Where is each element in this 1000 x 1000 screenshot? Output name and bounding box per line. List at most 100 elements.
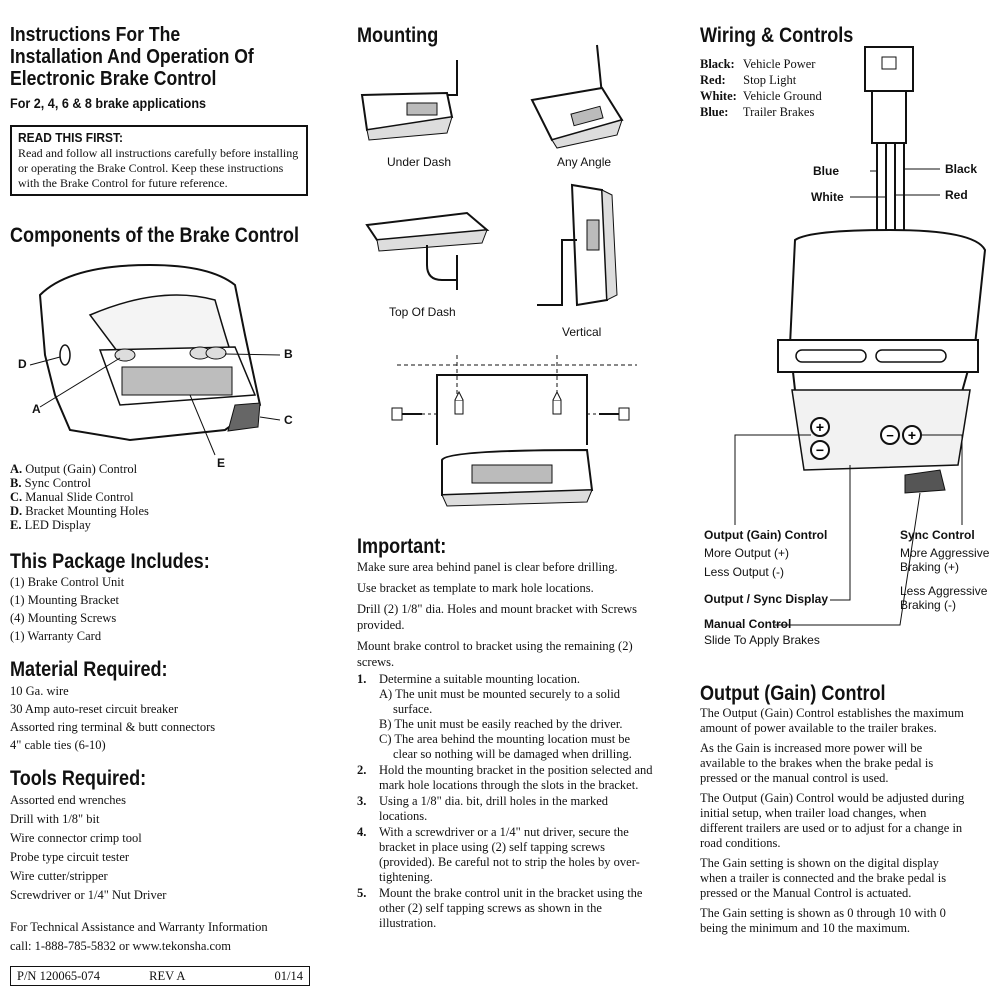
material-item: 30 Amp auto-reset circuit breaker [10, 702, 178, 716]
material-heading: Material Required: [10, 658, 168, 681]
gain-paragraph: The Output (Gain) Control would be adjus… [700, 791, 965, 850]
callout-e: E [217, 456, 226, 470]
document-subtitle: For 2, 4, 6 & 8 brake applications [10, 95, 207, 111]
wire-label-blue: Blue [813, 164, 840, 178]
tools-list: Assorted end wrenches Drill with 1/8" bi… [10, 791, 166, 905]
package-item: (1) Mounting Bracket [10, 593, 120, 607]
part-number: P/N 120065-074 [17, 969, 100, 983]
wiring-heading: Wiring & Controls [700, 24, 854, 47]
tool-item: Drill with 1/8" bit [10, 812, 100, 826]
mount-label-any-angle: Any Angle [557, 155, 612, 169]
gain-paragraph: The Gain setting is shown on the digital… [700, 856, 947, 900]
tool-item: Probe type circuit tester [10, 850, 130, 864]
read-first-text: Read and follow all instructions careful… [18, 146, 299, 190]
revision: REV A [149, 969, 186, 983]
less-output-label: Less Output (-) [704, 565, 785, 579]
wire-legend: Black: Vehicle Power Red: Stop Light Whi… [700, 56, 822, 120]
mount-label-top-of-dash: Top Of Dash [389, 305, 456, 319]
svg-text:−: − [886, 428, 894, 443]
tool-item: Assorted end wrenches [10, 793, 126, 807]
manual-control-label: Manual Control [704, 617, 792, 631]
component-item: B. Sync Control [10, 476, 91, 490]
callout-a: A [32, 402, 41, 416]
step-item: 1. Determine a suitable mounting locatio… [357, 672, 657, 762]
read-first-box: READ THIS FIRST: Read and follow all ins… [10, 125, 308, 196]
brake-control-illustration [29, 263, 281, 456]
step-item: 5.Mount the brake control unit in the br… [357, 886, 643, 930]
package-item: (1) Brake Control Unit [10, 575, 125, 589]
wire-legend-row: Black: Vehicle Power [700, 57, 816, 71]
gain-paragraph: As the Gain is increased more power will… [700, 741, 934, 785]
output-gain-control-label: Output (Gain) Control [704, 528, 828, 542]
manual-control-text: Slide To Apply Brakes [704, 633, 820, 647]
sync-control-label: Sync Control [900, 528, 975, 542]
title-line: Electronic Brake Control [10, 68, 217, 90]
document-title: Instructions For The Installation And Op… [10, 24, 287, 90]
sync-more-label: More Aggressive Braking (+) [900, 546, 990, 574]
wiring-diagram: + − − + [734, 46, 987, 626]
bracket-exploded-illustration [391, 355, 637, 507]
wire-label-red: Red [945, 188, 968, 202]
output-sync-display-label: Output / Sync Display [704, 592, 829, 606]
assistance-line: For Technical Assistance and Warranty In… [10, 920, 268, 934]
mount-vertical-illustration [537, 183, 618, 307]
assistance-info: For Technical Assistance and Warranty In… [10, 918, 268, 956]
mount-any-angle-illustration [530, 44, 624, 149]
date-code: 01/14 [274, 969, 303, 983]
mount-label-under-dash: Under Dash [387, 155, 452, 169]
svg-text:+: + [816, 419, 824, 435]
package-heading: This Package Includes: [10, 550, 210, 573]
components-heading: Components of the Brake Control [10, 224, 299, 247]
package-list: (1) Brake Control Unit (1) Mounting Brac… [10, 573, 124, 645]
material-item: 10 Ga. wire [10, 684, 69, 698]
component-item: A. Output (Gain) Control [10, 462, 138, 476]
gain-paragraph: The Output (Gain) Control establishes th… [700, 706, 964, 735]
gain-paragraph: The Gain setting is shown as 0 through 1… [700, 906, 946, 935]
step-item: 4.With a screwdriver or a 1/4" nut drive… [357, 825, 640, 884]
wire-label-white: White [811, 190, 844, 204]
more-output-label: More Output (+) [704, 546, 790, 560]
tool-item: Wire cutter/stripper [10, 869, 108, 883]
installation-steps: 1. Determine a suitable mounting locatio… [357, 672, 657, 931]
material-list: 10 Ga. wire 30 Amp auto-reset circuit br… [10, 682, 215, 754]
callout-c: C [284, 413, 293, 427]
tools-heading: Tools Required: [10, 767, 147, 790]
sync-less-label: Less Aggressive Braking (-) [900, 584, 988, 612]
wire-legend-row: Blue: Trailer Brakes [700, 105, 815, 119]
component-item: C. Manual Slide Control [10, 490, 134, 504]
part-number-box: P/N 120065-074 REV A 01/14 [10, 966, 310, 986]
mount-label-vertical: Vertical [562, 325, 602, 339]
step-sub-item: A) The unit must be mounted securely to … [379, 687, 621, 716]
step-sub-item: B) The unit must be easily reached by th… [379, 717, 623, 731]
mount-under-dash-illustration [360, 60, 458, 141]
wire-label-black: Black [945, 162, 978, 176]
wire-legend-row: White: Vehicle Ground [700, 89, 822, 103]
package-item: (1) Warranty Card [10, 629, 102, 643]
important-note: Use bracket as template to mark hole loc… [357, 581, 594, 595]
step-item: 3.Using a 1/8" dia. bit, drill holes in … [357, 794, 609, 823]
important-heading: Important: [357, 535, 447, 558]
material-item: Assorted ring terminal & butt connectors [10, 720, 216, 734]
step-item: 2.Hold the mounting bracket in the posit… [357, 763, 653, 792]
tool-item: Wire connector crimp tool [10, 831, 142, 845]
components-list: A. Output (Gain) Control B. Sync Control… [10, 461, 149, 533]
important-note: Mount brake control to bracket using the… [357, 639, 633, 669]
mounting-heading: Mounting [357, 24, 439, 47]
title-line: Installation And Operation Of [10, 46, 254, 68]
mount-top-of-dash-illustration [365, 211, 490, 290]
callout-b: B [284, 347, 293, 361]
important-notes: Make sure area behind panel is clear bef… [357, 559, 657, 932]
package-item: (4) Mounting Screws [10, 611, 117, 625]
svg-text:+: + [908, 427, 916, 443]
assistance-line: call: 1-888-785-5832 or www.tekonsha.com [10, 939, 232, 953]
important-note: Drill (2) 1/8" dia. Holes and mount brac… [357, 602, 638, 632]
component-item: D. Bracket Mounting Holes [10, 504, 149, 518]
gain-control-heading: Output (Gain) Control [700, 682, 886, 705]
material-item: 4" cable ties (6-10) [10, 738, 106, 752]
component-item: E. LED Display [10, 518, 91, 532]
callout-d: D [18, 357, 27, 371]
svg-text:−: − [816, 442, 824, 458]
tool-item: Screwdriver or 1/4" Nut Driver [10, 888, 167, 902]
title-line: Instructions For The [10, 24, 181, 46]
step-sub-item: C) The area behind the mounting location… [379, 732, 632, 761]
